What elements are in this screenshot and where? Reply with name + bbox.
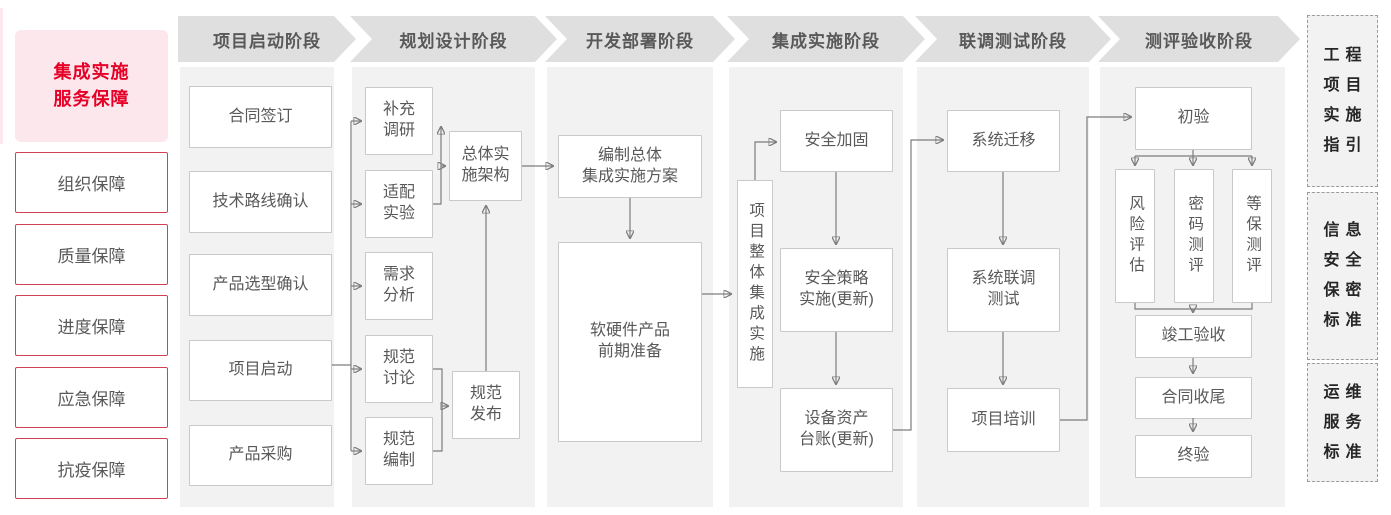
box-spec-drafting: 规范 编制 — [365, 417, 433, 485]
box-overall-integration-plan: 编制总体 集成实施方案 — [558, 135, 702, 198]
sidebar-item-pandemic-guarantee: 抗疫保障 — [15, 438, 168, 499]
box-security-hardening: 安全加固 — [780, 110, 893, 172]
box-requirement-analysis: 需求 分析 — [365, 252, 433, 320]
box-crypto-evaluation: 密码测评 — [1174, 169, 1214, 303]
box-hw-sw-preparation: 软硬件产品 前期准备 — [558, 242, 702, 442]
box-adaptation-test: 适配 实验 — [365, 170, 433, 238]
left-edge-pink-strip — [0, 8, 3, 144]
box-security-policy-implementation: 安全策略 实施(更新) — [780, 248, 893, 332]
box-completion-acceptance: 竣工验收 — [1135, 315, 1252, 358]
box-classified-protection-evaluation: 等保测评 — [1232, 169, 1272, 303]
refbox-om-service-standard: 运维服务标准 — [1307, 363, 1378, 482]
box-final-acceptance: 终验 — [1135, 435, 1252, 478]
box-overall-implementation-architecture: 总体实 施架构 — [449, 131, 522, 201]
refbox-infosec-confidentiality-standard-text: 信息安全保密标准 — [1323, 222, 1368, 329]
phase-header-evaluation-acceptance: 测评验收阶段 — [1098, 16, 1300, 62]
phase-header-develop-deploy: 开发部署阶段 — [545, 16, 735, 62]
phase-header-planning-design: 规划设计阶段 — [350, 16, 557, 62]
refbox-project-implementation-guide-text: 工程项目实施指引 — [1323, 47, 1368, 154]
box-project-training: 项目培训 — [947, 388, 1060, 452]
box-product-procurement: 产品采购 — [189, 425, 332, 486]
box-supplementary-research: 补充 调研 — [365, 87, 433, 155]
sidebar-item-quality-guarantee: 质量保障 — [15, 224, 168, 285]
refbox-infosec-confidentiality-standard: 信息安全保密标准 — [1307, 192, 1378, 360]
phase-header-joint-testing: 联调测试阶段 — [915, 16, 1111, 62]
box-risk-assessment: 风险评估 — [1115, 169, 1155, 303]
box-spec-discussion: 规范 讨论 — [365, 335, 433, 403]
box-system-joint-testing: 系统联调 测试 — [947, 248, 1060, 332]
refbox-om-service-standard-text: 运维服务标准 — [1323, 383, 1368, 461]
phase-header-integration: 集成实施阶段 — [727, 16, 925, 62]
box-spec-release: 规范 发布 — [452, 371, 520, 439]
box-tech-route-confirm: 技术路线确认 — [189, 171, 332, 233]
refbox-project-implementation-guide: 工程项目实施指引 — [1307, 15, 1378, 187]
box-contract-signing: 合同签订 — [189, 86, 332, 148]
phase-header-initiation: 项目启动阶段 — [178, 16, 356, 62]
box-project-kickoff: 项目启动 — [189, 340, 332, 401]
sidebar-item-organization-guarantee: 组织保障 — [15, 152, 168, 213]
box-equipment-asset-ledger: 设备资产 台账(更新) — [780, 388, 893, 472]
sidebar-item-schedule-guarantee: 进度保障 — [15, 295, 168, 356]
box-overall-project-integration: 项目整体集成实施 — [737, 180, 773, 388]
box-product-selection-confirm: 产品选型确认 — [189, 254, 332, 316]
box-contract-closure: 合同收尾 — [1135, 377, 1252, 419]
sidebar-highlight-integration-service-guarantee: 集成实施 服务保障 — [15, 30, 168, 142]
box-preliminary-acceptance: 初验 — [1135, 87, 1252, 150]
sidebar-item-emergency-guarantee: 应急保障 — [15, 367, 168, 428]
box-system-migration: 系统迁移 — [947, 110, 1060, 172]
